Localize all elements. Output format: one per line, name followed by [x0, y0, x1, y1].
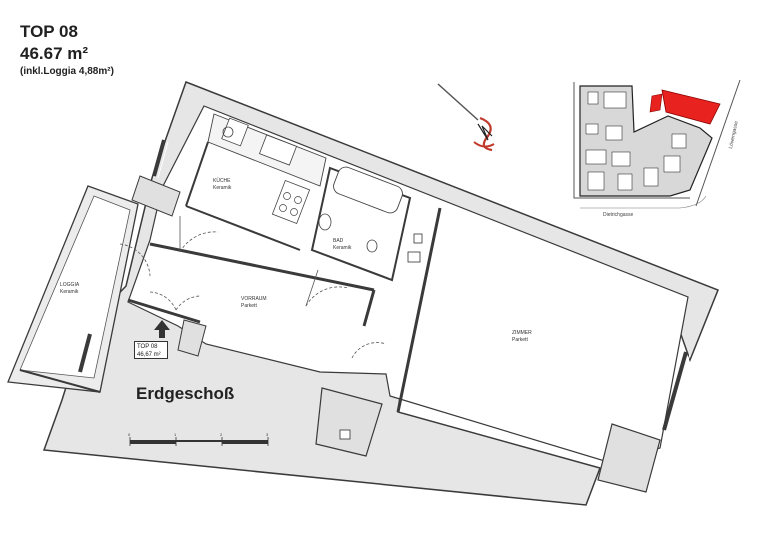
- shaft-left: [131, 175, 181, 217]
- room-floor: Keramik: [60, 289, 79, 295]
- column-center: [177, 319, 207, 357]
- scale-tick-1: 1: [174, 432, 177, 437]
- room-floor: Parkett: [241, 303, 257, 309]
- door-kitchen: [179, 231, 219, 253]
- door-zimmer: [351, 342, 387, 359]
- room-name: LOGGIA: [60, 282, 80, 288]
- room-name: VORRAUM: [241, 296, 267, 302]
- loggia-floor: [19, 195, 131, 379]
- column-right: [597, 423, 661, 493]
- room-label-vorraum: VORRAUM Parkett: [241, 296, 267, 310]
- column-lower: [315, 387, 383, 457]
- street-label-bottom: Dietrichgasse: [603, 212, 634, 218]
- unit-tag-area: 46,67 m²: [137, 352, 161, 358]
- door-loggia: [119, 243, 151, 277]
- room-label-loggia: LOGGIA Keramik: [60, 282, 79, 296]
- site-plan-inset: [573, 79, 741, 209]
- room-floor: Parkett: [512, 337, 528, 343]
- room-label-zimmer: ZIMMER Parkett: [512, 330, 532, 344]
- scale-tick-3: 3: [266, 432, 269, 437]
- room-floor: Keramik: [333, 245, 352, 251]
- interior-floor: [127, 105, 689, 463]
- room-name: BAD: [333, 238, 344, 244]
- door-entry: [149, 291, 177, 311]
- loggia-note: (inkl.Loggia 4,88m²): [20, 66, 114, 77]
- unit-number: TOP 08: [20, 22, 78, 41]
- room-label-kueche: KÜCHE Keramik: [213, 178, 231, 192]
- room-name: ZIMMER: [512, 330, 532, 336]
- entrance-arrow: [154, 320, 170, 338]
- room-label-bad: BAD Keramik: [333, 238, 351, 252]
- room-name: KÜCHE: [213, 178, 231, 184]
- scale-bar: 0 1 2 3: [128, 432, 269, 446]
- highlight-unit: [661, 89, 721, 125]
- scale-tick-0: 0: [128, 432, 131, 437]
- scale-tick-2: 2: [220, 432, 223, 437]
- unit-tag-number: TOP 08: [137, 344, 158, 350]
- room-floor: Keramik: [213, 185, 232, 191]
- floor-label: Erdgeschoß: [136, 384, 235, 403]
- compass-icon: [437, 83, 495, 152]
- unit-tag: TOP 08 46,67 m²: [134, 341, 168, 359]
- unit-area: 46.67 m²: [20, 44, 89, 63]
